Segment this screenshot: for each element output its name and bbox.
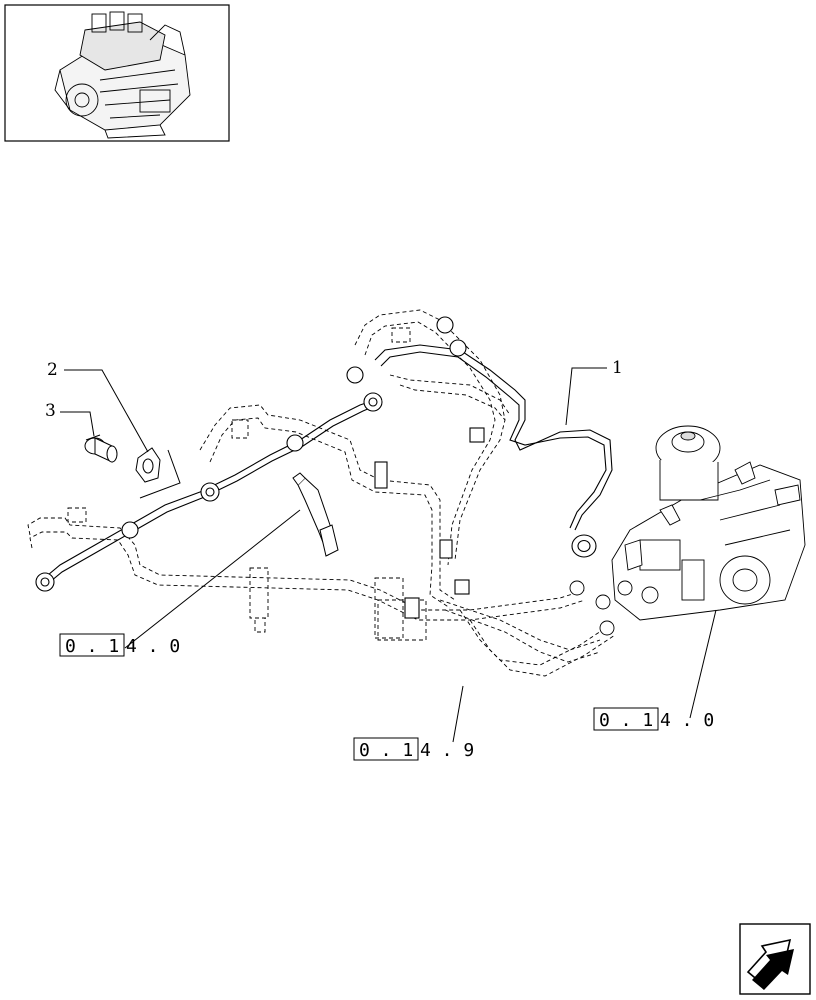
- injector[interactable]: [292, 472, 339, 557]
- fuel-injection-pump[interactable]: [569, 425, 806, 636]
- reference-2-tail: 4 . 9: [420, 740, 474, 761]
- reference-link-3[interactable]: 0 . 1 4 . 0: [593, 707, 714, 731]
- reference-3-tail: 4 . 0: [660, 710, 714, 731]
- callout-1: 1: [612, 358, 623, 378]
- reference-1-boxed: 0 . 1: [65, 636, 119, 657]
- reference-2-boxed: 0 . 1: [359, 740, 413, 761]
- next-page-arrow-icon: [746, 938, 794, 990]
- engine-thumbnail[interactable]: [4, 4, 230, 142]
- sealing-washer[interactable]: [135, 447, 161, 483]
- callout-3: 3: [45, 401, 56, 421]
- injection-pipe-assembly[interactable]: [35, 316, 613, 619]
- banjo-bolt[interactable]: [84, 434, 118, 463]
- reference-3-boxed: 0 . 1: [599, 710, 653, 731]
- reference-pipes: [27, 309, 616, 677]
- reference-link-2[interactable]: 0 . 1 4 . 9: [353, 737, 474, 761]
- next-page-button[interactable]: [739, 923, 811, 995]
- engine-thumbnail-icon: [54, 11, 191, 139]
- leader-lines: [60, 367, 717, 743]
- callout-2: 2: [47, 360, 58, 380]
- reference-link-1[interactable]: 0 . 1 4 . 0: [59, 633, 180, 657]
- reference-1-tail: 4 . 0: [126, 636, 180, 657]
